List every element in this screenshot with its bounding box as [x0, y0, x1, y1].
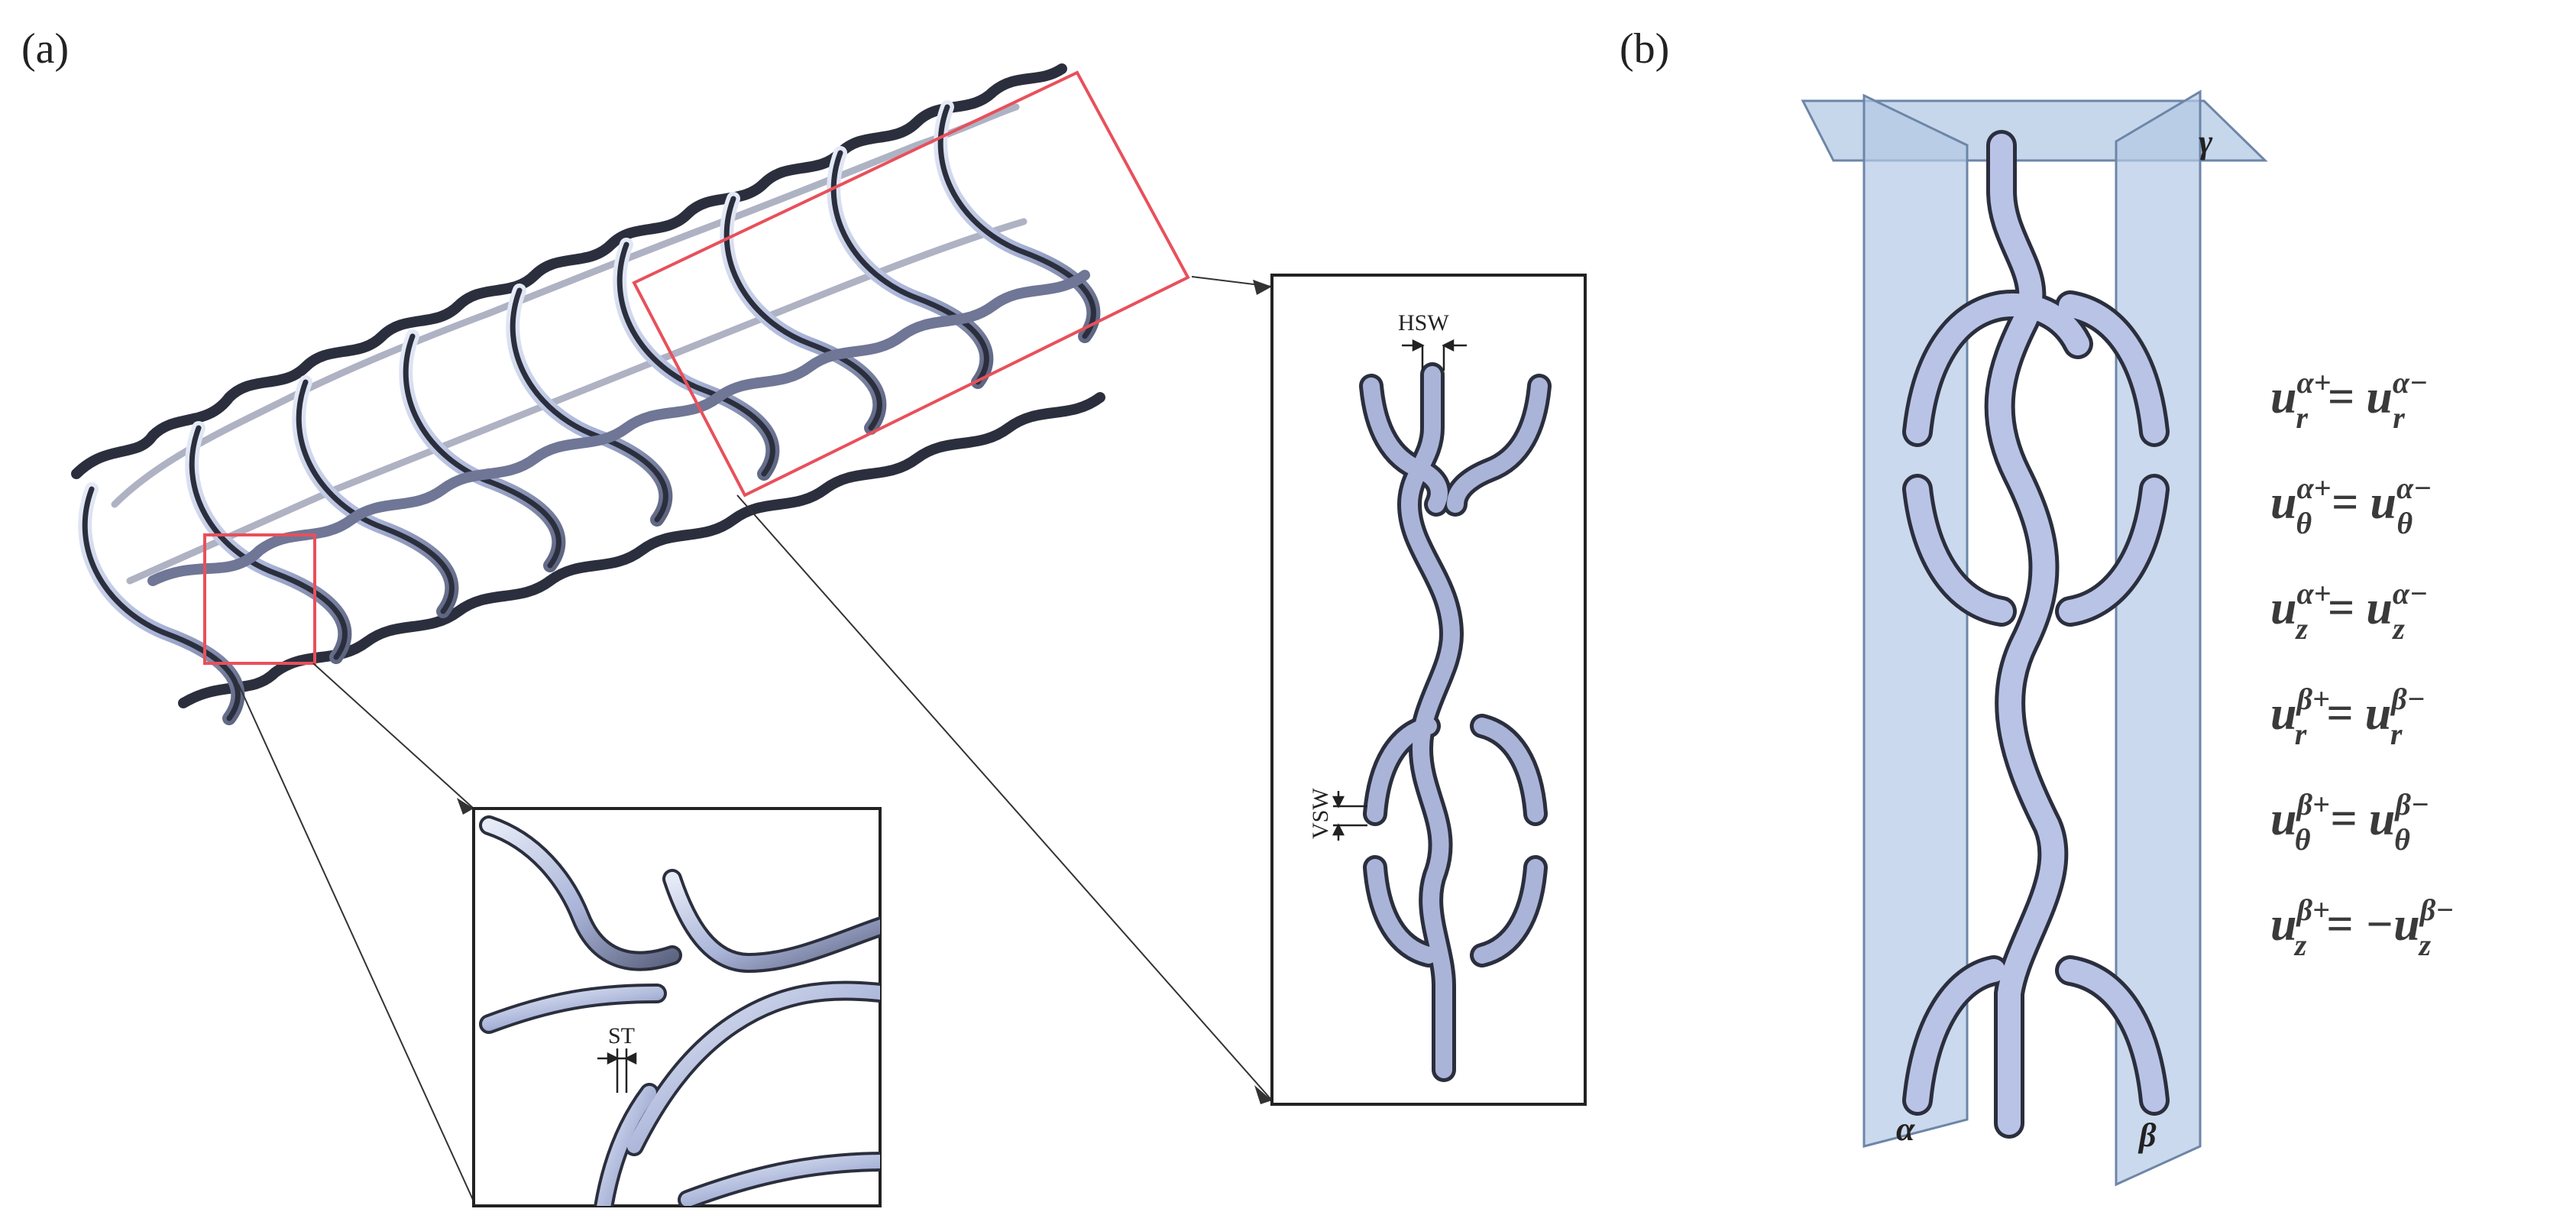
- panel-b-label: (b): [1620, 25, 1669, 73]
- equation-3: uα+z = uα−z: [2270, 576, 2428, 646]
- boundary-equations: uα+r = uα−r uα+θ = uα−θ uα+z = uα−z uβ+r = …: [2270, 365, 2454, 962]
- arrowhead-inset-st: [457, 798, 474, 815]
- panel-a-label: (a): [21, 25, 69, 73]
- equation-1: uα+r = uα−r: [2270, 365, 2428, 435]
- stent-tube: [71, 63, 1105, 725]
- inset-st: ST: [472, 807, 882, 1207]
- inset-unit-cell: HSW VSW: [1270, 274, 1587, 1106]
- equation-2: uα+θ = uα−θ: [2270, 471, 2432, 540]
- equation-6: uβ+z = −uβ−z: [2270, 893, 2454, 962]
- unit-cell-3d: [1902, 130, 2170, 1139]
- dimension-label-vsw: VSW: [1308, 788, 1333, 839]
- plane-label-beta: β: [2137, 1116, 2157, 1154]
- plane-label-gamma: γ: [2199, 123, 2213, 160]
- dimension-label-st: ST: [608, 1023, 635, 1048]
- arrowhead-inset-unit-bottom: [1254, 1085, 1272, 1104]
- plane-label-alpha: α: [1896, 1110, 1915, 1148]
- dimension-label-hsw: HSW: [1398, 310, 1449, 335]
- highlight-box-small: [203, 533, 316, 665]
- arrowhead-inset-unit: [1253, 280, 1272, 295]
- highlight-box-large: [632, 70, 1190, 497]
- equation-5: uβ+θ = uβ−θ: [2270, 787, 2429, 857]
- equation-4: uβ+r = uβ−r: [2270, 682, 2426, 751]
